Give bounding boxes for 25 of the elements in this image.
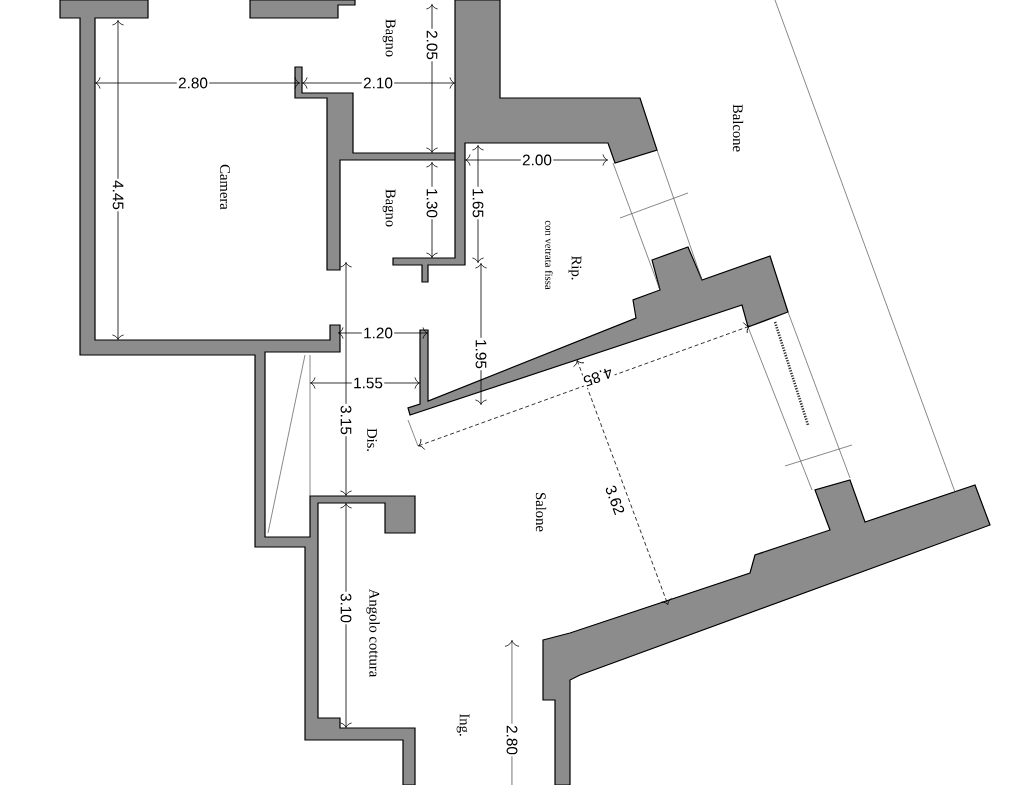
dimension-label: 3.62 [603, 482, 627, 518]
dimension-label: 2.05 [425, 28, 439, 62]
room-label: Balcone [732, 104, 744, 152]
dimension-label: 3.15 [339, 403, 353, 437]
dimension-label: 1.65 [471, 186, 485, 220]
dimension-label: 3.10 [339, 591, 353, 625]
room-label: Bagno [382, 189, 396, 227]
room-label: Bagno [382, 19, 396, 57]
room-label: Ing. [456, 713, 470, 736]
dimension-label: 2.00 [520, 153, 554, 167]
dimension-label: 1.30 [425, 186, 439, 220]
room-label: Angolo cottura [366, 588, 380, 677]
dimension-label: 1.20 [361, 326, 395, 340]
room-label: Dis. [367, 428, 377, 452]
room-label: Salone [535, 493, 547, 532]
room-label: con vetrata fissa [545, 220, 553, 290]
room-label: Camera [220, 164, 230, 210]
dimension-label: 4.85 [580, 365, 616, 389]
dimension-label: 2.80 [505, 723, 519, 757]
dimension-label: 2.80 [176, 76, 210, 90]
dimension-label: 4.45 [111, 178, 125, 212]
dimension-label: 1.55 [351, 376, 385, 390]
room-label: Rip. [568, 256, 582, 280]
dimension-label: 2.10 [361, 76, 395, 90]
dimension-label: 1.95 [474, 337, 488, 371]
